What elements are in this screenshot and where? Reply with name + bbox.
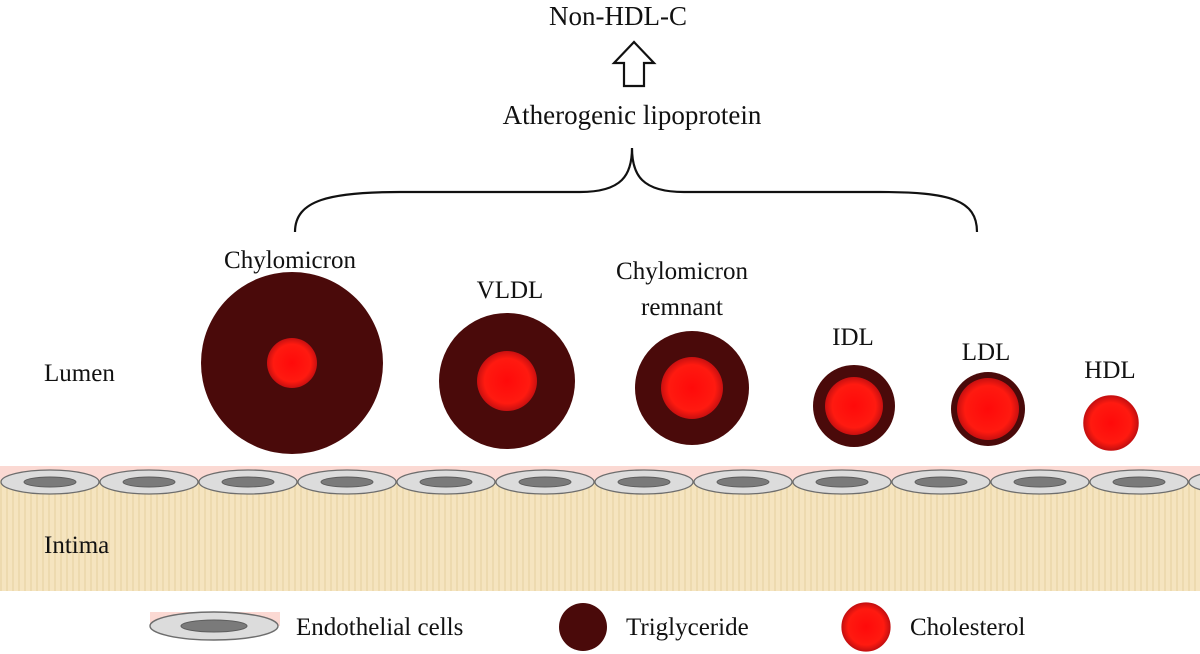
endothelial-cell [198,469,298,495]
intima-layer [0,480,1200,591]
grouping-brace [293,147,979,233]
endothelial-cell [297,469,397,495]
particle-chylomicron-remnant: Chylomicron remnant [616,258,749,445]
endothelial-cell [99,469,199,495]
endothelial-cell [396,469,496,495]
particle-label-chylomicron: Chylomicron [224,247,356,274]
legend-cholesterol-swatch [841,602,891,652]
particle-label-chylomicron-remnant-line1: Chylomicron [616,258,748,285]
endothelial-cell [495,469,595,495]
legend-triglyceride-label: Triglyceride [626,614,749,641]
particle-label-ldl: LDL [962,339,1011,366]
endothelial-cell [594,469,694,495]
up-arrow-icon [611,40,657,88]
particle-idl: IDL [813,324,895,447]
particle-chylomicron: Chylomicron [201,247,383,454]
legend-triglyceride-swatch [559,603,607,651]
particle-label-vldl: VLDL [477,277,544,304]
endothelial-cell [891,469,991,495]
cholesterol-core [1083,395,1139,451]
endothelial-cell [1188,473,1200,491]
particle-label-chylomicron-remnant-line2: remnant [641,294,723,321]
endothelial-cell [1089,469,1189,495]
cholesterol-core [661,357,723,419]
legend: Endothelial cells Triglyceride Cholester… [149,602,1025,652]
non-hdl-c-title: Non-HDL-C [549,1,687,31]
legend-cholesterol-label: Cholesterol [910,614,1025,641]
legend-endothelial-cell-icon [149,611,280,641]
lumen-label: Lumen [44,360,115,387]
endothelial-cell [0,469,100,495]
endothelial-cell [792,469,892,495]
cholesterol-core [957,378,1019,440]
particle-label-idl: IDL [832,324,874,351]
particle-ldl: LDL [951,339,1025,446]
particle-label-hdl: HDL [1084,357,1135,384]
endothelial-cell [693,469,793,495]
cholesterol-core [267,338,317,388]
intima-label: Intima [44,532,109,559]
legend-endothelial-label: Endothelial cells [296,614,463,641]
particle-hdl: HDL [1083,357,1139,451]
atherogenic-lipoprotein-label: Atherogenic lipoprotein [503,100,762,130]
endothelial-cell [990,469,1090,495]
cholesterol-core [825,377,883,435]
endothelial-cell-row [0,469,1200,495]
particle-vldl: VLDL [439,277,575,449]
cholesterol-core [477,351,537,411]
